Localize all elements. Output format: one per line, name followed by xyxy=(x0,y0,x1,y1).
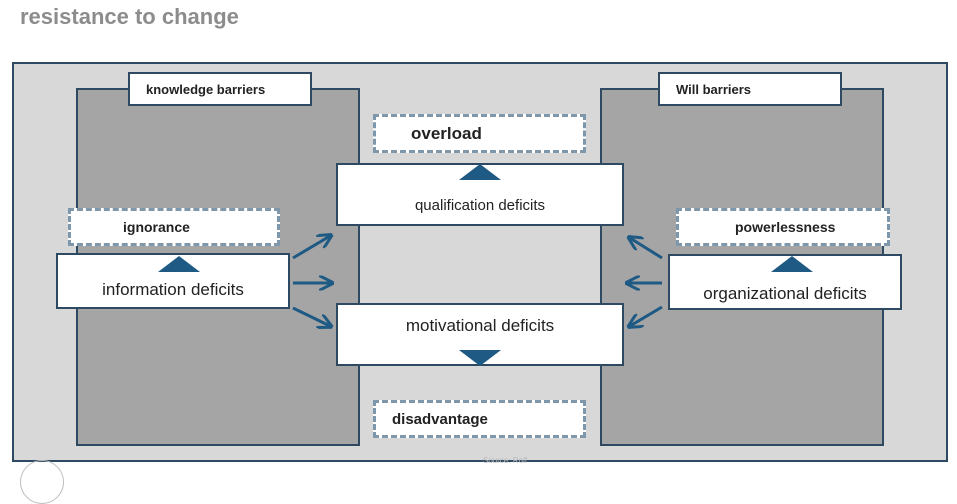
corner-circle-icon xyxy=(20,460,64,504)
qualification-arrow-icon xyxy=(459,164,501,180)
organizational-arrow-icon xyxy=(771,256,813,272)
qualification-deficits-label: qualification deficits xyxy=(414,197,546,214)
qualification-deficits-box: qualification deficits xyxy=(336,163,624,226)
information-deficits-label: information deficits xyxy=(102,280,244,299)
overload-label: overload xyxy=(411,123,482,143)
source-note: Source: Rolf xyxy=(482,456,528,465)
disadvantage-label: disadvantage xyxy=(392,410,488,428)
arrow-org-to-motivational xyxy=(630,305,663,326)
disadvantage-box: disadvantage xyxy=(373,400,586,438)
powerlessness-label: powerlessness xyxy=(735,219,836,235)
page-title: resistance to change xyxy=(20,4,239,29)
motivational-deficits-label: motivational deficits xyxy=(405,316,555,335)
information-arrow-icon xyxy=(158,256,200,272)
will-barriers-label: Will barriers xyxy=(658,72,842,106)
connector-arrows xyxy=(292,0,663,472)
organizational-deficits-label: organizational deficits xyxy=(703,284,867,303)
ignorance-label: ignorance xyxy=(123,219,190,235)
motivational-deficits-box: motivational deficits xyxy=(336,303,624,366)
overload-box: overload xyxy=(373,114,586,153)
arrow-info-to-qualification xyxy=(292,236,330,260)
powerlessness-box: powerlessness xyxy=(676,208,890,246)
arrow-org-to-qualification xyxy=(630,238,663,260)
ignorance-box: ignorance xyxy=(68,208,280,246)
arrow-info-to-motivational xyxy=(292,306,330,326)
knowledge-barriers-label: knowledge barriers xyxy=(128,72,312,106)
motivational-arrow-icon xyxy=(459,350,501,366)
